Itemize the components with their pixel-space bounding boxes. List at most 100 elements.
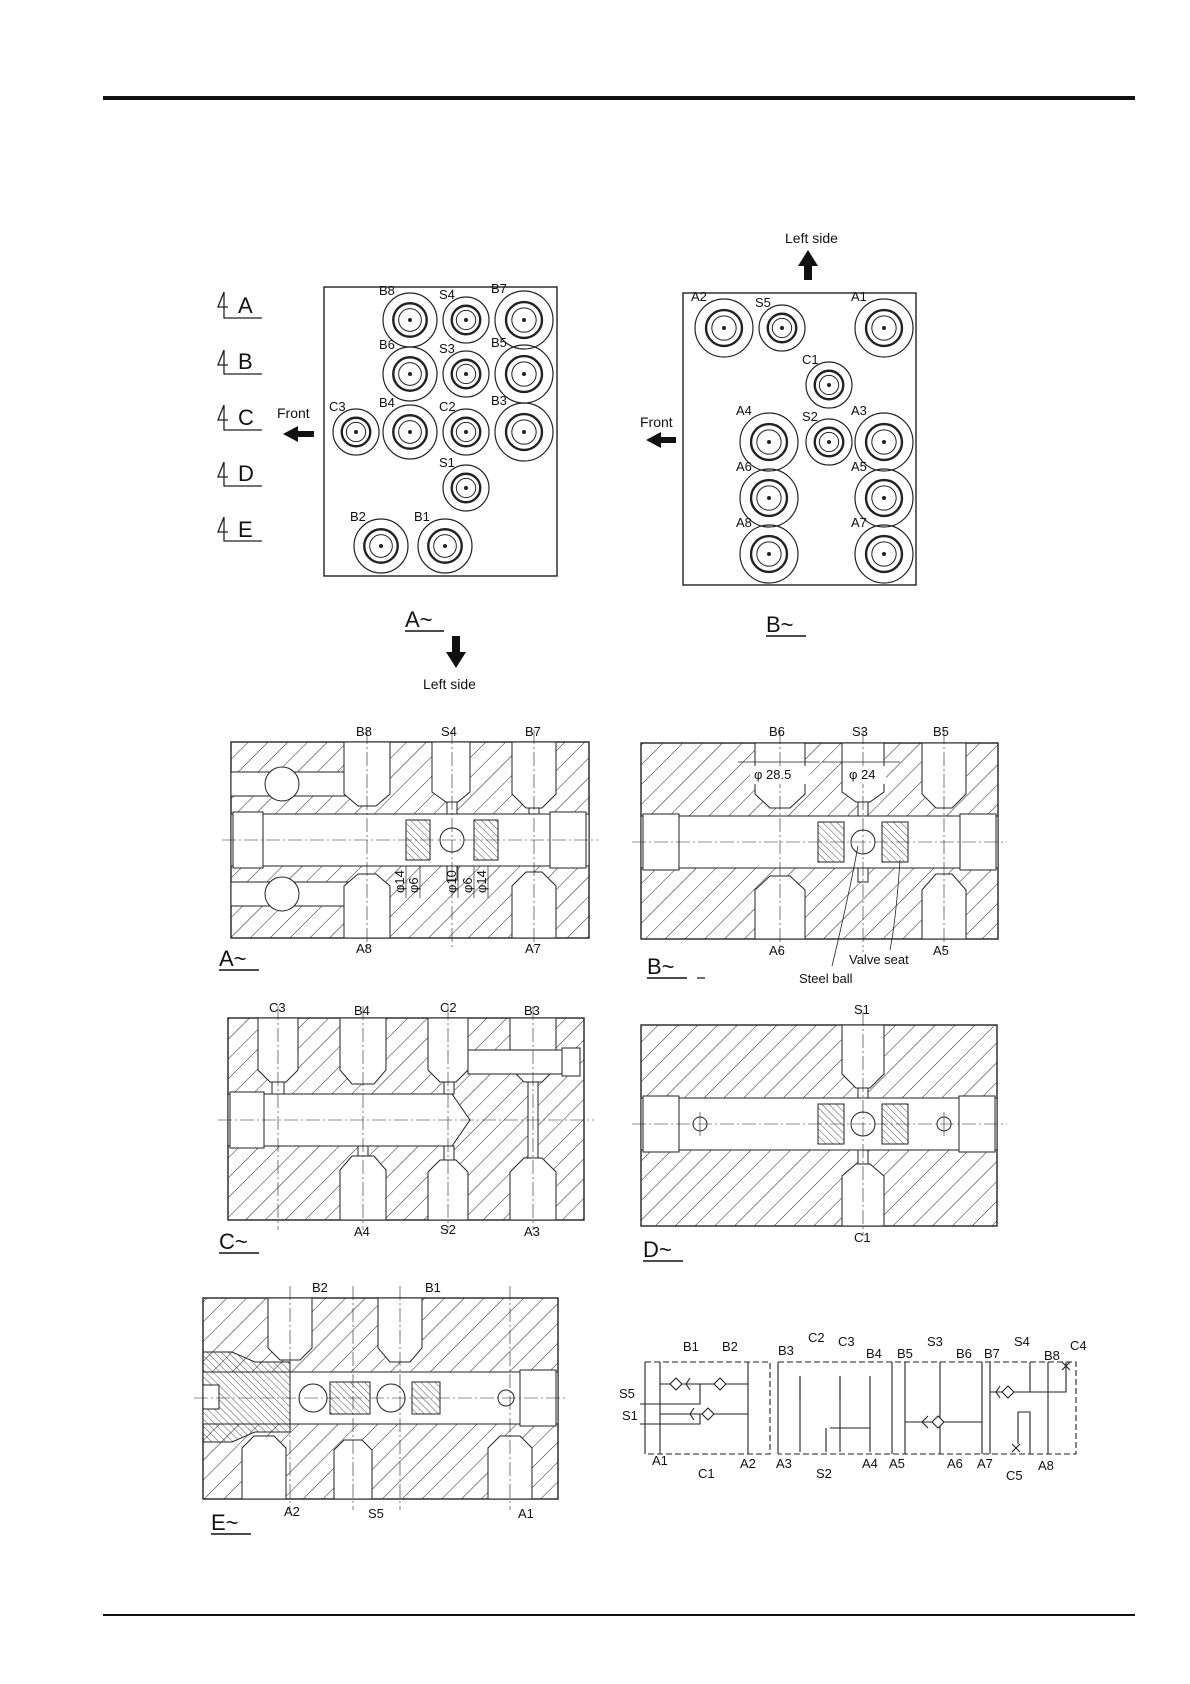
section-c-port-c3: C3 [269,1000,286,1015]
section-a-port-b7: B7 [525,724,541,739]
schematic-label-a5: A5 [889,1456,905,1471]
view-b-port-a3: A3 [851,403,914,472]
view-b-port-label-s2: S2 [802,409,818,424]
schematic-label-a8: A8 [1038,1458,1054,1473]
section-c-port-b4: B4 [354,1003,370,1018]
section-c-port-b3: B3 [524,1003,540,1018]
view-a-port-b6: B6 [379,337,438,402]
schematic-label-a1: A1 [652,1453,668,1468]
section-e-port-b2: B2 [312,1280,328,1295]
section-d: S1 C1 D~ [632,1002,1007,1262]
view-b-port-a1: A1 [851,289,914,358]
section-a-port-a8: A8 [356,941,372,956]
section-e: B2 B1 A2 S5 A1 E~ [194,1280,566,1535]
left-side-label-a: Left side [423,676,476,692]
view-a-port-label-b1: B1 [414,509,430,524]
section-a-port-a7: A7 [525,941,541,956]
schematic-label-s5: S5 [619,1386,635,1401]
section-a-title: A~ [219,946,247,971]
dim-phi-6b-a: φ6 [460,877,475,893]
schematic-label-c1: C1 [698,1466,715,1481]
view-b-port-label-c1: C1 [802,352,819,367]
dim-phi-28-5: φ 28.5 [754,767,791,782]
schematic-label-b7: B7 [984,1346,1000,1361]
view-a-title: A~ [405,607,433,632]
view-a-port-b2: B2 [350,509,409,574]
front-label-a: Front [277,405,310,421]
section-a-port-b8: B8 [356,724,372,739]
arrow-left-icon [283,426,314,442]
view-b-port-label-a5: A5 [851,459,867,474]
arrow-up-icon [798,250,818,280]
header-rule [103,96,1135,100]
view-b-title: B~ [766,612,794,637]
view-b-port-a4: A4 [736,403,799,472]
arrow-down-icon [446,636,466,668]
dim-phi-14b-a: φ14 [474,870,489,893]
view-b-port-a6: A6 [736,459,799,528]
section-e-port-a2: A2 [284,1504,300,1519]
view-b-port-a8: A8 [736,515,799,584]
schematic-label-s2: S2 [816,1466,832,1481]
view-a-port-label-b7: B7 [491,281,507,296]
schematic-label-b4: B4 [866,1346,882,1361]
schematic-label-a6: A6 [947,1456,963,1471]
section-a-port-s4: S4 [441,724,457,739]
view-a-port-s3: S3 [439,341,490,398]
schematic-label-c4: C4 [1070,1338,1087,1353]
schematic-label-s3: S3 [927,1334,943,1349]
section-d-port-s1: S1 [854,1002,870,1017]
section-marks: A B C D E [217,291,262,542]
section-b-port-s3: S3 [852,724,868,739]
section-e-port-b1: B1 [425,1280,441,1295]
schematic-label-c3: C3 [838,1334,855,1349]
view-b-port-c1: C1 [802,352,853,409]
section-mark-c: C [217,404,262,431]
dim-phi-10-a: φ10 [444,870,459,893]
schematic-label-b6: B6 [956,1346,972,1361]
section-mark-c-label: C [238,405,254,430]
schematic-label-a4: A4 [862,1456,878,1471]
section-e-port-s5: S5 [368,1506,384,1521]
section-b-port-a6: A6 [769,943,785,958]
section-b: φ 28.5 φ 24 Valve seat Steel ball B6 S3 … [632,724,1007,986]
section-e-port-a1: A1 [518,1506,534,1521]
view-a-port-label-s1: S1 [439,455,455,470]
view-b-port-label-a2: A2 [691,289,707,304]
view-a-port-label-c3: C3 [329,399,346,414]
view-b-port-a7: A7 [851,515,914,584]
section-b-port-a5: A5 [933,943,949,958]
view-b-port-label-s5: S5 [755,295,771,310]
view-a-port-c3: C3 [329,399,380,456]
front-label-b: Front [640,414,673,430]
view-b-port-label-a4: A4 [736,403,752,418]
section-c-port-a4: A4 [354,1224,370,1239]
section-c-port-c2: C2 [440,1000,457,1015]
view-b-block [682,292,917,586]
note-steel-ball: Steel ball [799,971,853,986]
schematic-label-b5: B5 [897,1346,913,1361]
schematic-label-b1: B1 [683,1339,699,1354]
section-e-title: E~ [211,1510,239,1535]
section-d-title: D~ [643,1237,672,1262]
left-side-label-b: Left side [785,230,838,246]
view-b-port-label-a3: A3 [851,403,867,418]
view-a-port-label-s3: S3 [439,341,455,356]
view-a-port-label-b2: B2 [350,509,366,524]
view-a-port-b8: B8 [379,283,438,348]
view-b-port-s2: S2 [802,409,853,466]
view-a-port-label-b6: B6 [379,337,395,352]
footer-rule [103,1614,1135,1616]
view-b-port-a5: A5 [851,459,914,528]
view-a-port-b1: B1 [414,509,473,574]
section-mark-e: E [217,516,262,542]
schematic-label-b2: B2 [722,1339,738,1354]
schematic-label-b8: B8 [1044,1348,1060,1363]
section-b-port-b6: B6 [769,724,785,739]
